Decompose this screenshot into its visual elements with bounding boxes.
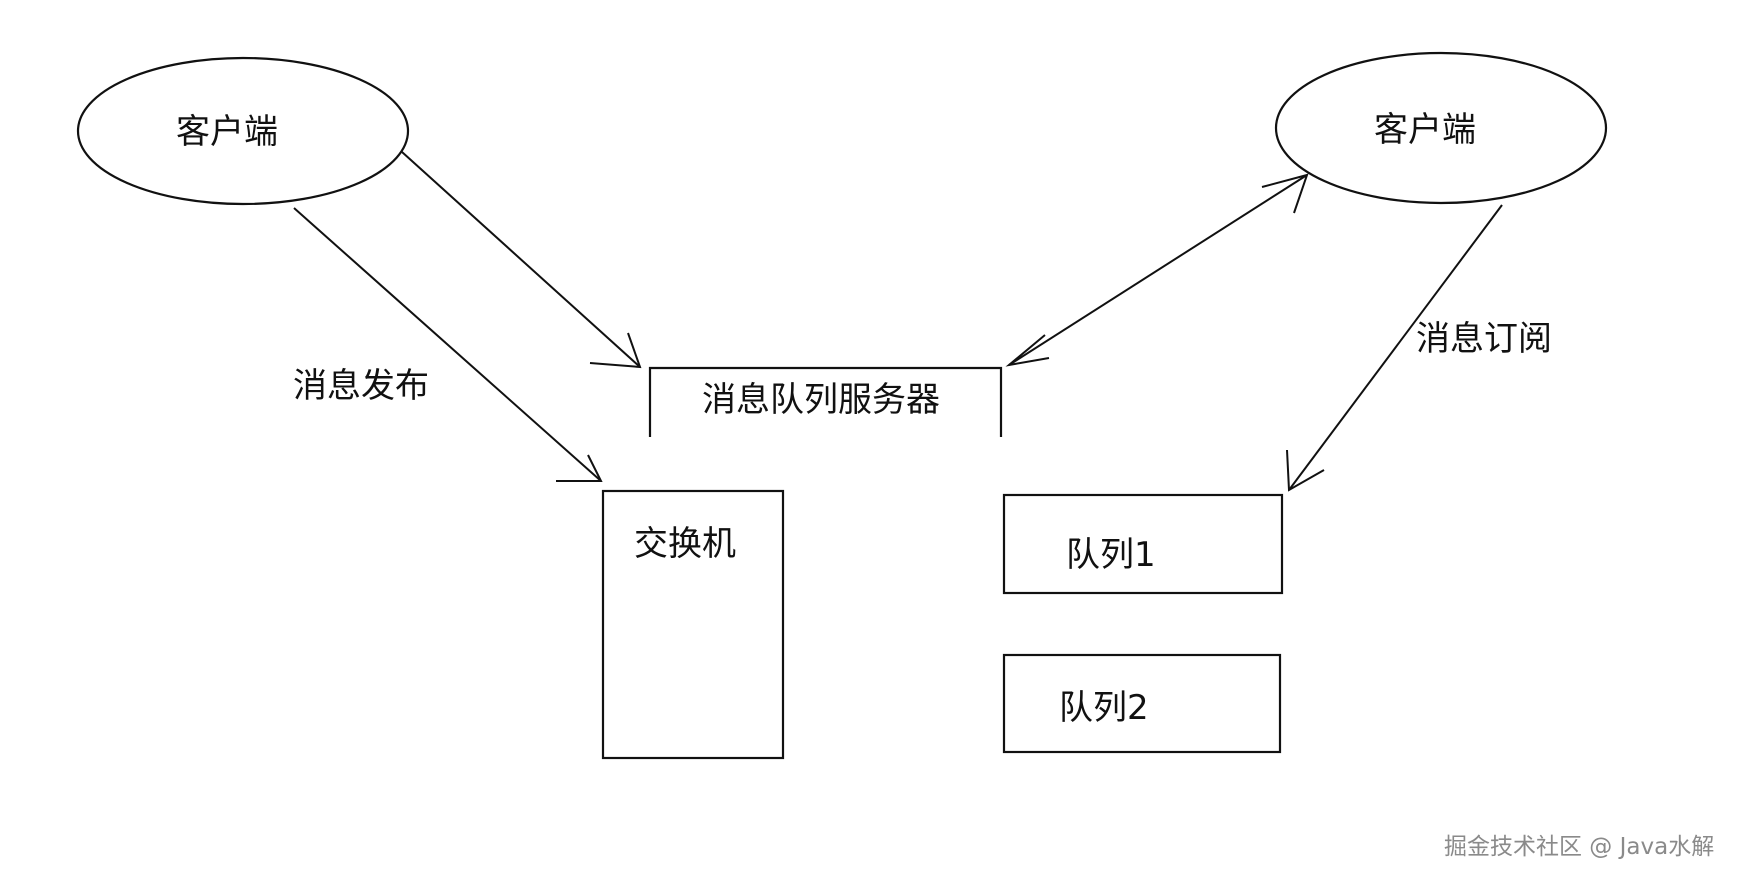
client-left-label: 客户端 (176, 112, 278, 152)
arrow-publish-to-exchange (293, 207, 603, 482)
server-bracket (648, 366, 1003, 437)
client-right-ellipse (1274, 51, 1608, 205)
exchange-box (601, 489, 785, 760)
server-label: 消息队列服务器 (702, 380, 940, 420)
queue2-label: 队列2 (1059, 688, 1149, 728)
client-right-label: 客户端 (1374, 110, 1476, 150)
queue1-box (1002, 493, 1284, 595)
queue1-label: 队列1 (1066, 535, 1156, 575)
client-left-ellipse (76, 56, 410, 206)
subscribe-label: 消息订阅 (1416, 319, 1552, 359)
arrow-subscribe-to-queue1 (1286, 204, 1503, 492)
arrow-server-client-right (1005, 173, 1309, 367)
watermark-text: 掘金技术社区 @ Java水解 (1444, 834, 1714, 860)
exchange-label: 交换机 (634, 524, 736, 564)
queue2-box (1002, 653, 1282, 754)
arrow-client-to-server (401, 151, 642, 369)
publish-label: 消息发布 (293, 366, 429, 406)
